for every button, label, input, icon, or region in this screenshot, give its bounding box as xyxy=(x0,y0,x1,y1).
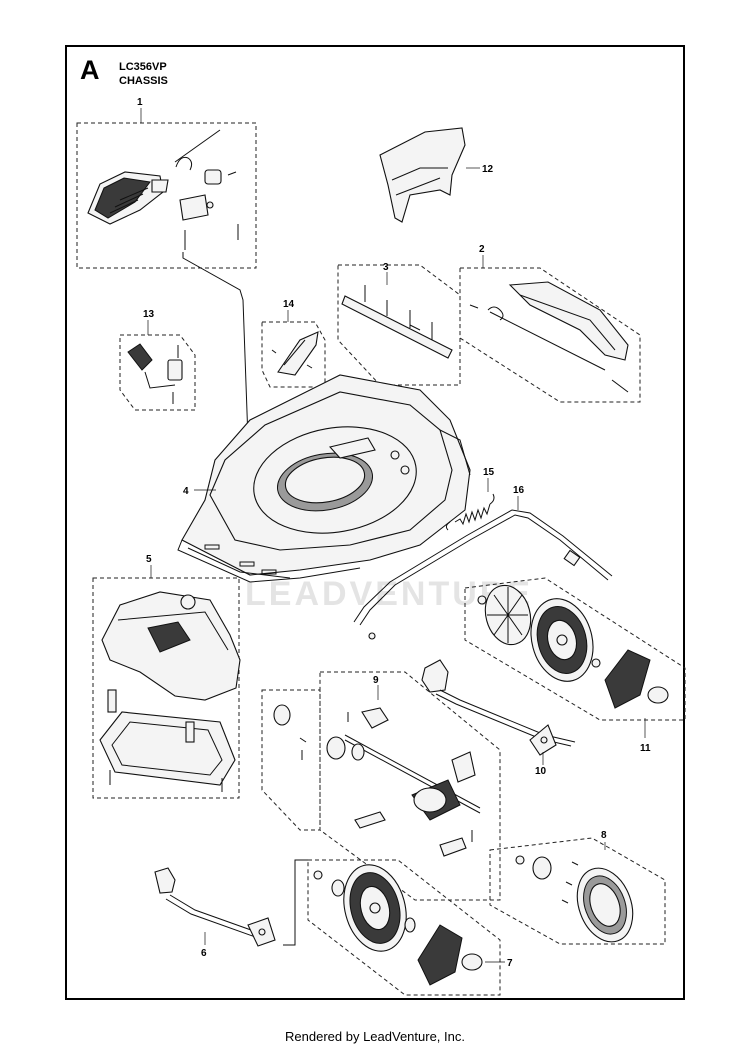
model-number: LC356VP xyxy=(119,61,167,73)
callout-13: 13 xyxy=(143,309,155,320)
callout-4: 4 xyxy=(183,486,189,497)
group-box-7 xyxy=(307,859,501,996)
group-box-2 xyxy=(459,267,641,403)
rear-cover-part xyxy=(379,127,466,223)
adjustment-rod xyxy=(353,509,613,640)
group-box-drive-left xyxy=(261,689,321,831)
callout-3: 3 xyxy=(383,262,389,273)
callout-15: 15 xyxy=(483,467,495,478)
callout-2: 2 xyxy=(479,244,485,255)
section-letter: A xyxy=(80,55,100,85)
callout-1: 1 xyxy=(137,97,143,108)
rear-wheel-assembly xyxy=(477,584,669,709)
callout-6: 6 xyxy=(201,948,207,959)
rear-bar-with-screws xyxy=(341,285,453,359)
callout-5: 5 xyxy=(146,554,152,565)
callout-11: 11 xyxy=(640,743,651,754)
drive-gear-ring xyxy=(515,855,634,943)
watermark-text: LEADVENTURE xyxy=(245,575,533,613)
front-wheel-assembly xyxy=(313,864,483,986)
footer-credit: Rendered by LeadVenture, Inc. xyxy=(285,1029,465,1044)
title-block: LC356VP CHASSIS xyxy=(119,60,168,88)
deflector-bracket xyxy=(271,331,319,376)
height-adjust-lever xyxy=(127,343,183,404)
group-box-1 xyxy=(76,122,257,269)
drive-pinion-left xyxy=(273,704,365,761)
rear-axle-bracket xyxy=(421,659,576,756)
tension-spring xyxy=(445,493,495,531)
handle-control-assembly xyxy=(87,129,249,441)
callout-14: 14 xyxy=(283,299,295,310)
group-box-5 xyxy=(92,577,240,799)
engine-cover-assembly xyxy=(99,591,241,792)
group-box-13 xyxy=(119,334,196,411)
group-box-11 xyxy=(464,577,686,721)
callout-7: 7 xyxy=(507,958,513,969)
callout-10: 10 xyxy=(535,766,547,777)
rear-flap-assembly xyxy=(469,281,629,393)
diagram-title: CHASSIS xyxy=(119,75,168,87)
group-box-9 xyxy=(319,671,501,901)
group-box-8 xyxy=(489,837,666,945)
mower-deck-chassis xyxy=(177,374,471,583)
callout-12: 12 xyxy=(482,164,494,175)
front-axle-assembly xyxy=(154,859,308,947)
callout-16: 16 xyxy=(513,485,525,496)
drive-gearbox-assembly xyxy=(344,707,481,857)
callout-9: 9 xyxy=(373,675,379,686)
diagram-frame xyxy=(65,45,685,1000)
callout-8: 8 xyxy=(601,830,607,841)
